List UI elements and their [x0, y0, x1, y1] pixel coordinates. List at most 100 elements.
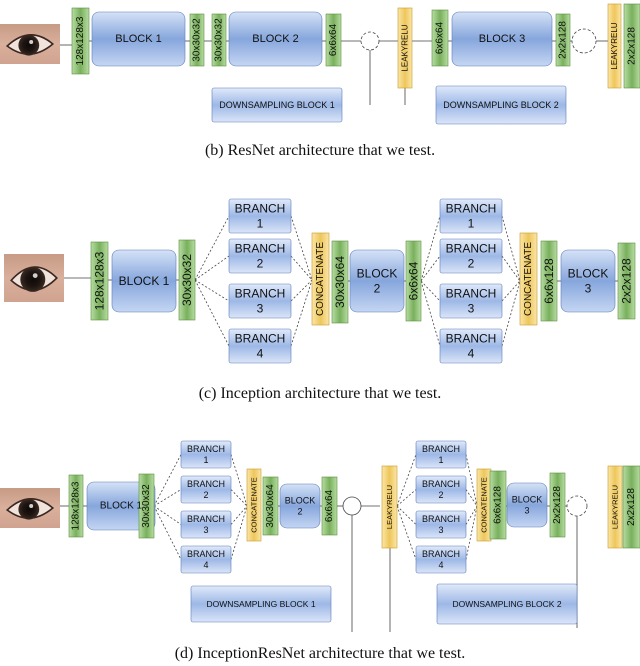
- branch-c2-2: [439, 238, 503, 274]
- block-c-2-label: BLOCK: [357, 267, 398, 281]
- block-d-downsampling-2-label: DOWNSAMPLING BLOCK 2: [452, 599, 561, 609]
- branch-c1-3: [228, 283, 292, 319]
- block-c-2: [349, 249, 405, 313]
- branch-d1-1-label: 1: [203, 455, 208, 465]
- concatenate-c-2-label: CONCATENATE: [523, 242, 534, 316]
- dashed-connector: [153, 454, 182, 507]
- block-d-1: [86, 481, 156, 531]
- tensor-b-5-label: 6x6x64: [435, 21, 446, 54]
- activation-b-1-label: LEAKYRELU: [401, 24, 410, 71]
- tensor-d-6: [549, 472, 566, 538]
- branch-c1-4: [228, 328, 292, 364]
- tensor-b-input-label: 128x128x3: [75, 16, 86, 65]
- branch-d2-1-label: 1: [438, 455, 443, 465]
- tensor-d-5: [489, 470, 507, 540]
- block-b-1: [91, 11, 186, 67]
- dashed-connector: [465, 505, 478, 560]
- activation-d-1-label: LEAKYRELU: [385, 485, 394, 529]
- branch-c2-1-label: 1: [468, 217, 475, 231]
- block-b-downsampling-1-label: DOWNSAMPLING BLOCK 1: [219, 100, 335, 110]
- branch-c1-3-label: BRANCH: [235, 287, 286, 301]
- tensor-c-5-label: 6x6x128: [542, 258, 556, 304]
- concatenate-c-1-label: CONCATENATE: [315, 242, 326, 316]
- activation-d-1: [381, 465, 398, 549]
- tensor-b-7-label: 2x2x128: [627, 27, 638, 65]
- dashed-connector: [194, 255, 230, 281]
- tensor-b-3: [211, 13, 227, 67]
- tensor-c-input: [90, 241, 109, 321]
- dashed-connector: [194, 279, 230, 347]
- branch-c1-2: [228, 238, 292, 274]
- dashed-connector: [396, 489, 417, 507]
- branch-d1-3-label: 3: [203, 525, 208, 535]
- block-b-3: [451, 11, 553, 67]
- tensor-b-7: [623, 3, 640, 89]
- branch-d1-4-label: BRANCH: [187, 549, 225, 559]
- tensor-c-4: [405, 240, 422, 322]
- block-d-downsampling-2: [436, 583, 578, 625]
- branch-d1-4: [180, 545, 232, 574]
- tensor-c-3-label: 30x30x64: [333, 256, 347, 308]
- block-b-downsampling-1: [211, 87, 343, 123]
- dashed-connector: [290, 215, 313, 281]
- branch-c1-4-label: 4: [257, 347, 264, 361]
- block-c-1: [111, 249, 177, 313]
- branch-d2-4-label: BRANCH: [422, 549, 460, 559]
- caption-resnet: (b) ResNet architecture that we test.: [204, 142, 436, 159]
- branch-c1-1-label: BRANCH: [235, 202, 286, 216]
- branch-d2-1-label: BRANCH: [422, 444, 460, 454]
- dashed-connector: [465, 505, 478, 525]
- block-c-1-label: BLOCK 1: [119, 274, 170, 288]
- branch-d1-1-label: BRANCH: [187, 444, 225, 454]
- dashed-connector: [420, 215, 441, 282]
- tensor-d-3: [262, 476, 279, 536]
- tensor-b-input: [71, 7, 90, 75]
- activation-b-1: [397, 7, 413, 89]
- dashed-connector: [396, 454, 417, 507]
- eye-iris: [20, 266, 46, 292]
- dashed-connector: [290, 279, 313, 347]
- block-d-3-label: 3: [524, 506, 529, 516]
- eye-iris: [18, 498, 40, 520]
- concatenate-c-2: [519, 232, 538, 326]
- dashed-connector: [420, 280, 441, 302]
- branch-d1-1: [180, 440, 232, 469]
- branch-c2-3: [439, 283, 503, 319]
- block-d-2-label: 2: [297, 507, 302, 517]
- tensor-c-2-label: 30x30x32: [180, 254, 194, 306]
- tensor-d-input-label: 128x128x3: [71, 481, 82, 530]
- dashed-connector: [194, 215, 230, 281]
- block-d-2-label: BLOCK: [285, 495, 316, 505]
- dashed-connector: [501, 280, 521, 347]
- branch-d1-3: [180, 510, 232, 539]
- activation-b-2: [607, 3, 622, 89]
- dashed-connector: [396, 505, 417, 525]
- tensor-b-4-label: 6x6x64: [328, 23, 339, 56]
- dashed-connector: [290, 279, 313, 302]
- caption-inceptionresnet: (d) InceptionResNet architecture that we…: [174, 645, 466, 662]
- branch-d1-3-label: BRANCH: [187, 514, 225, 524]
- branch-d2-1: [415, 440, 467, 469]
- circle-sum-icon: [360, 31, 380, 51]
- block-d-downsampling-1: [190, 585, 332, 623]
- eye-highlight: [29, 504, 34, 508]
- tensor-c-2: [178, 239, 196, 321]
- dashed-connector: [501, 280, 521, 302]
- branch-d1-4-label: 4: [203, 560, 208, 570]
- branch-c2-1-label: BRANCH: [446, 202, 497, 216]
- eye-photo-icon: [0, 488, 60, 528]
- branch-c1-2-label: 2: [257, 257, 264, 271]
- circle-sum-icon: [571, 28, 597, 54]
- branch-d2-4-label: 4: [438, 560, 443, 570]
- branch-d2-2: [415, 475, 467, 504]
- block-c-3-label: 3: [585, 282, 592, 296]
- branch-d1-2-label: BRANCH: [187, 479, 225, 489]
- block-b-downsampling-2-label: DOWNSAMPLING BLOCK 2: [443, 100, 559, 110]
- eye-photo-icon: [4, 254, 64, 302]
- tensor-c-input-label: 128x128x3: [93, 251, 107, 310]
- tensor-d-4: [321, 476, 338, 536]
- branch-d1-2: [180, 475, 232, 504]
- block-b-3-label: BLOCK 3: [479, 33, 525, 45]
- dashed-connector: [230, 505, 248, 525]
